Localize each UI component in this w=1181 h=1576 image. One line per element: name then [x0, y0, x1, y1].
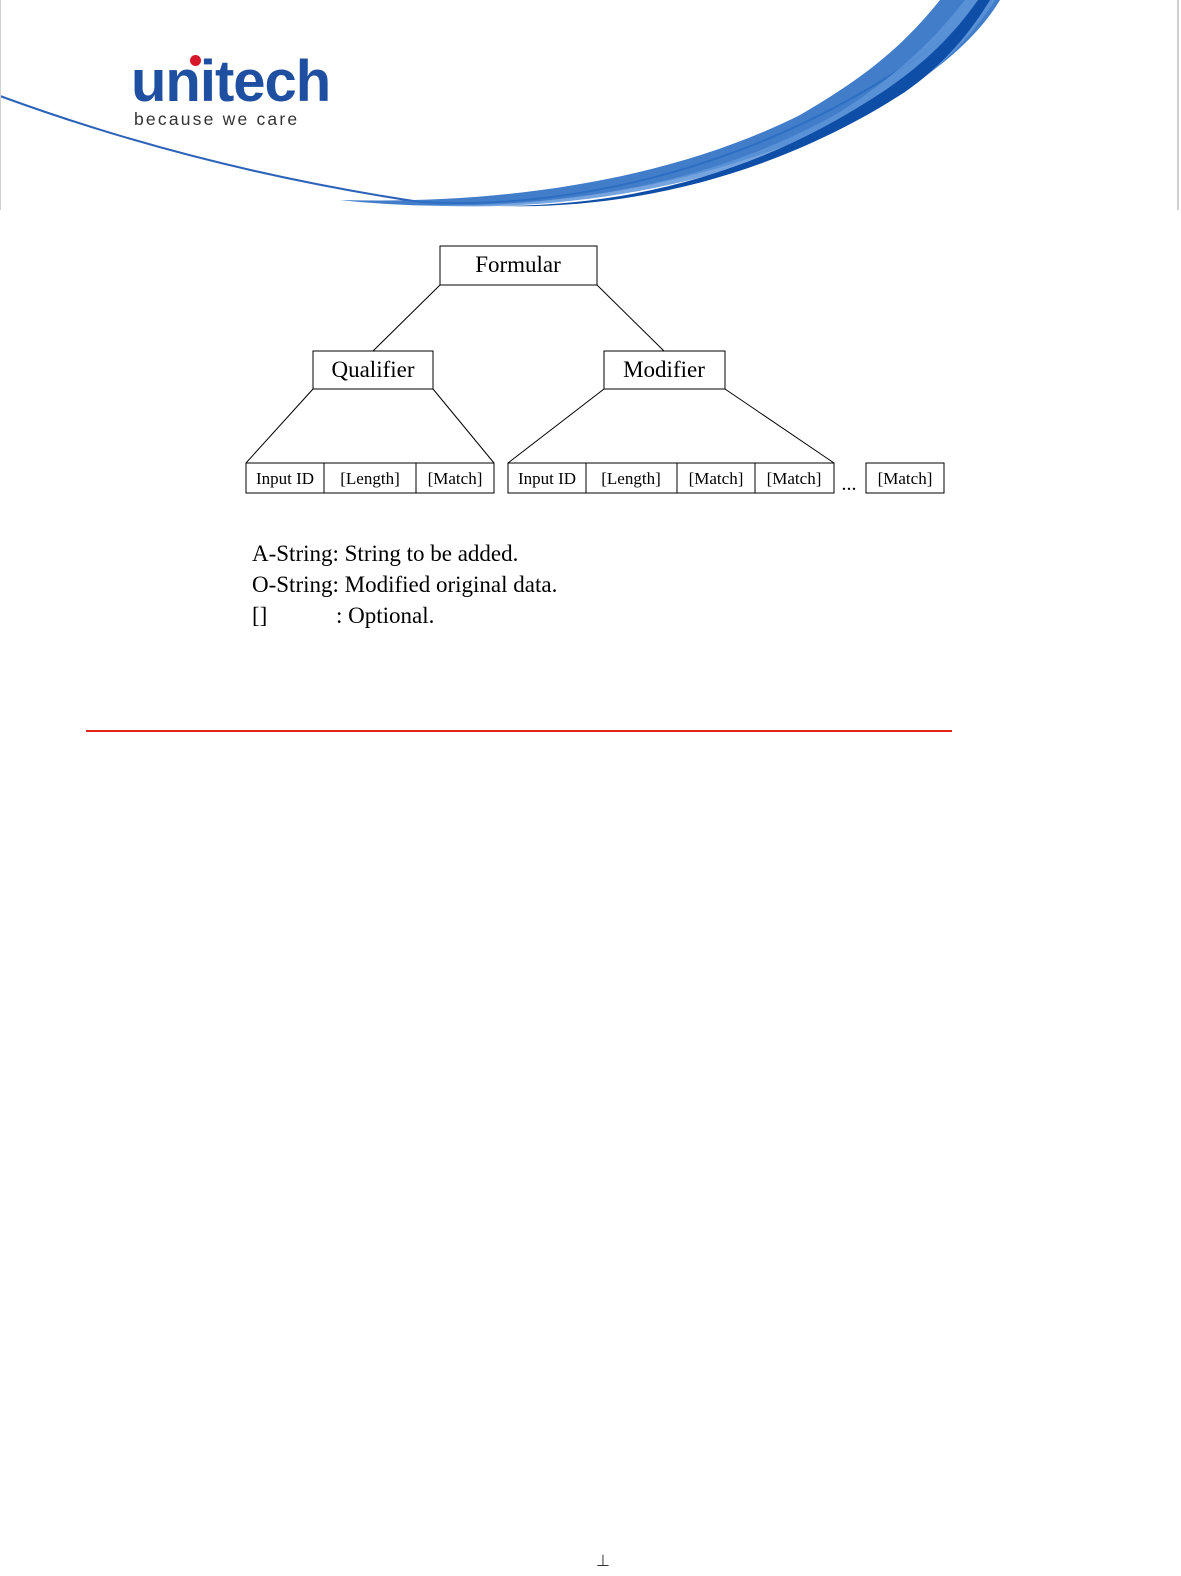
modifier-label: Modifier [623, 357, 705, 382]
root-node-label: Formular [475, 252, 561, 277]
node-qualifier: Qualifier [313, 351, 433, 389]
qualifier-cell-length: [Length] [324, 463, 416, 493]
optional-text: : Optional. [336, 603, 434, 628]
formula-tree-diagram: Formular Qualifier Modifier Input ID [Le… [0, 0, 1181, 520]
ellipsis: ... [842, 473, 857, 495]
qualifier-cell-match: [Match] [416, 463, 494, 493]
legend: A-String: String to be added. O-String: … [252, 538, 557, 631]
cell-label: [Match] [428, 469, 483, 488]
root-node-formular: Formular [440, 246, 597, 285]
cell-label: [Length] [601, 469, 660, 488]
qualifier-label: Qualifier [331, 357, 414, 382]
node-modifier: Modifier [604, 351, 725, 389]
section-divider [86, 730, 952, 732]
legend-item-a-string: A-String: String to be added. [252, 538, 557, 569]
modifier-cell-match-2: [Match] [755, 463, 834, 493]
cell-label: [Length] [340, 469, 399, 488]
modifier-cell-match-1: [Match] [677, 463, 755, 493]
legend-item-o-string: O-String: Modified original data. [252, 569, 557, 600]
modifier-cell-length: [Length] [586, 463, 677, 493]
cell-label: Input ID [256, 469, 314, 488]
qualifier-cell-input-id: Input ID [246, 463, 324, 493]
legend-item-optional: []: Optional. [252, 600, 557, 631]
optional-symbol: [] [252, 600, 336, 631]
modifier-cell-input-id: Input ID [508, 463, 586, 493]
cell-label: Input ID [518, 469, 576, 488]
page-marker: ⊥ [596, 1553, 610, 1571]
trailing-cell-match: [Match] [866, 463, 944, 493]
cell-label: [Match] [767, 469, 822, 488]
cell-label: [Match] [878, 469, 933, 488]
cell-label: [Match] [689, 469, 744, 488]
